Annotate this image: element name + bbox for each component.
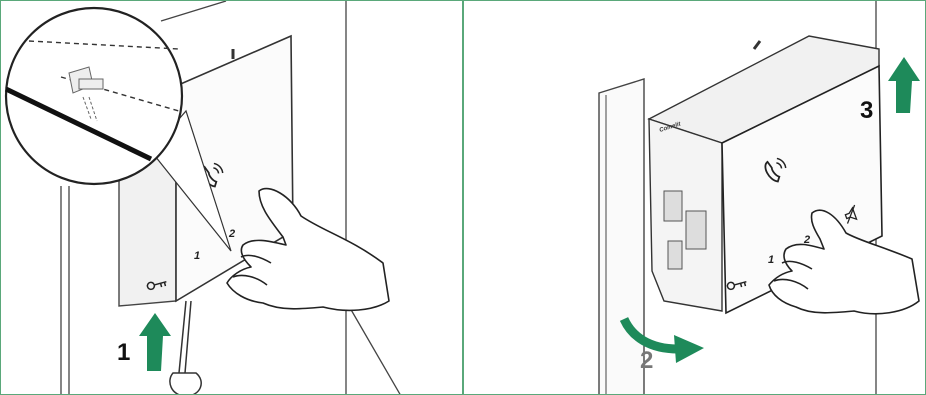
arrow-up-icon (888, 57, 920, 113)
left-panel-drawing: 1 2 (1, 1, 463, 395)
key-label-1: 1 (194, 250, 200, 262)
screwdriver-icon (170, 301, 201, 395)
key-label-1: 1 (768, 254, 774, 266)
device-top-notch (754, 41, 760, 49)
step-1-label: 1 (117, 341, 130, 365)
key-label-2: 2 (228, 228, 235, 240)
right-panel: Comelit 1 2 (463, 0, 926, 395)
arrow-up-icon (139, 313, 171, 371)
step-3-label: 3 (860, 99, 873, 123)
left-panel: 1 2 (0, 0, 463, 395)
step-2-label: 2 (640, 349, 653, 373)
right-panel-drawing: Comelit 1 2 (464, 1, 926, 395)
